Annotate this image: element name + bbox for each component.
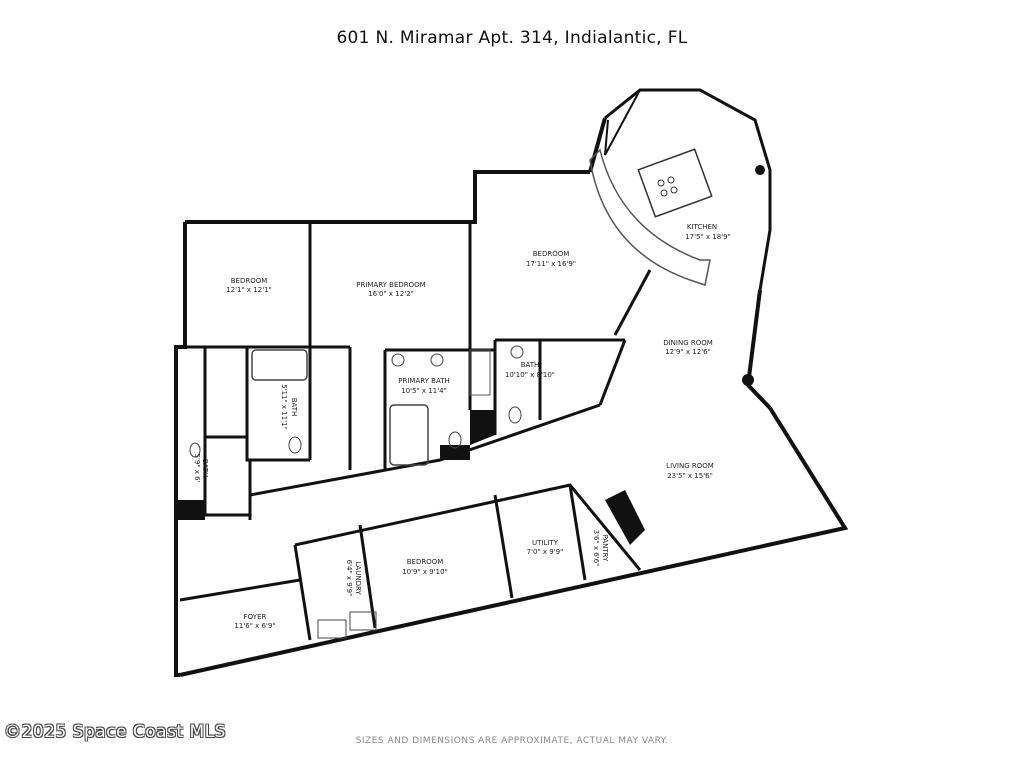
room-dim-bath-left: 5'11" x 11'1" bbox=[280, 384, 288, 430]
interior-wall bbox=[179, 578, 301, 602]
kitchen-west-wall bbox=[588, 117, 607, 173]
cooktop-burner bbox=[667, 176, 675, 184]
structural-column bbox=[742, 374, 754, 386]
interior-wall bbox=[249, 403, 601, 497]
room-label-bath-small: BATH bbox=[201, 459, 209, 478]
cooktop-burner bbox=[657, 179, 665, 187]
wall-column bbox=[605, 490, 645, 545]
interior-wall bbox=[293, 544, 312, 641]
toilet bbox=[288, 436, 302, 454]
room-label-foyer: FOYER bbox=[244, 613, 267, 621]
toilet bbox=[508, 406, 522, 424]
exterior-wall-south bbox=[179, 406, 849, 677]
room-label-primary-bath: PRIMARY BATH bbox=[398, 377, 449, 385]
disclaimer: SIZES AND DIMENSIONS ARE APPROXIMATE, AC… bbox=[355, 736, 669, 746]
room-label-bedroom-s: BEDROOM bbox=[407, 558, 444, 566]
cooktop-burner bbox=[670, 186, 678, 194]
interior-wall bbox=[598, 339, 627, 406]
kitchen-island bbox=[637, 148, 713, 218]
room-label-bedroom-ne: BEDROOM bbox=[533, 250, 570, 258]
room-dim-bath-center: 10'10" x 8'10" bbox=[505, 371, 555, 379]
washer bbox=[317, 619, 347, 639]
room-label-bedroom-nw: BEDROOM bbox=[231, 277, 268, 285]
room-dim-bedroom-s: 10'9" x 9'10" bbox=[402, 568, 448, 576]
room-label-dining-room: DINING ROOM bbox=[663, 339, 713, 347]
north-wall bbox=[185, 170, 590, 224]
room-label-kitchen: KITCHEN bbox=[687, 223, 717, 231]
interior-wall bbox=[613, 269, 652, 336]
bathtub bbox=[389, 404, 429, 466]
dryer bbox=[349, 611, 377, 631]
exterior-wall bbox=[174, 222, 187, 677]
wall-column bbox=[470, 410, 495, 445]
interior-wall bbox=[493, 494, 514, 599]
interior-wall bbox=[358, 524, 377, 629]
room-dim-bedroom-nw: 12'1" x 12'1" bbox=[226, 286, 272, 294]
room-label-primary-bedroom: PRIMARY BEDROOM bbox=[356, 281, 425, 289]
interior-wall bbox=[294, 483, 642, 571]
room-dim-kitchen: 17'5" x 18'9" bbox=[685, 233, 731, 241]
kitchen-outer-wall bbox=[604, 88, 772, 291]
watermark: ©2025 Space Coast MLS bbox=[4, 722, 226, 742]
shower bbox=[469, 349, 491, 396]
room-dim-dining-room: 12'9" x 12'6" bbox=[665, 348, 711, 356]
interior-wall bbox=[185, 345, 310, 462]
room-label-pantry: PANTRY bbox=[601, 535, 609, 562]
room-dim-living-room: 23'5" x 15'6" bbox=[667, 472, 713, 480]
room-dim-bedroom-ne: 17'11" x 16'9" bbox=[526, 260, 576, 268]
sink bbox=[510, 345, 524, 359]
cooktop-burner bbox=[660, 189, 668, 197]
wall-column bbox=[176, 500, 205, 520]
interior-wall bbox=[568, 484, 587, 581]
interior-wall bbox=[604, 89, 641, 156]
bathtub bbox=[251, 349, 308, 381]
toilet bbox=[189, 442, 201, 458]
sink bbox=[391, 353, 405, 367]
exterior-wall-dining bbox=[745, 289, 772, 410]
room-dim-utility: 7'0" x 9'9" bbox=[527, 548, 564, 556]
sink bbox=[430, 353, 444, 367]
room-dim-primary-bath: 10'5" x 11'4" bbox=[401, 387, 447, 395]
room-label-utility: UTILITY bbox=[532, 539, 559, 547]
room-label-laundry: LAUNDRY bbox=[354, 561, 362, 595]
room-label-bath-center: BATH bbox=[521, 361, 540, 369]
page-title: 601 N. Miramar Apt. 314, Indialantic, FL bbox=[336, 28, 688, 48]
kitchen-counter bbox=[589, 148, 711, 286]
room-label-living-room: LIVING ROOM bbox=[666, 462, 714, 470]
room-dim-primary-bedroom: 16'0" x 12'2" bbox=[368, 290, 414, 298]
toilet bbox=[448, 431, 462, 449]
room-label-bath-left: BATH bbox=[290, 398, 298, 417]
structural-column bbox=[755, 165, 765, 175]
room-dim-pantry: 3'6" x 6'6" bbox=[592, 530, 600, 567]
wall-column bbox=[440, 445, 470, 460]
room-dim-laundry: 6'4" x 9'9" bbox=[345, 560, 353, 597]
room-dim-bath-small: 5'9" x 6' bbox=[193, 453, 201, 482]
room-dim-foyer: 11'6" x 6'9" bbox=[234, 622, 275, 630]
